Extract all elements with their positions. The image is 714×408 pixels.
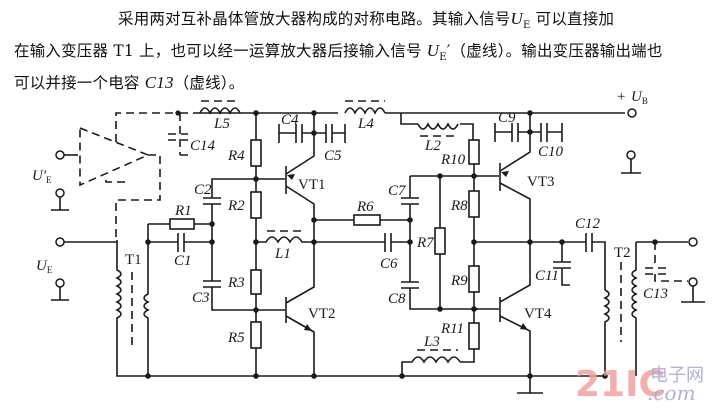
label-c11: C11 [535,268,559,284]
label-c14: C14 [190,138,216,154]
label-c1: C1 [174,253,192,269]
label-t1: T1 [125,252,142,268]
capacitor-c5: C5 [314,124,346,164]
ue-sub: E [523,20,531,32]
supply-ground [621,159,641,174]
capacitor-c1: C1 [148,233,212,269]
label-r2: R2 [227,198,245,214]
supply-plus: + [617,89,625,105]
capacitor-c9: C9 [494,110,530,142]
supply-ground-terminal[interactable] [626,150,636,160]
label-r10: R10 [440,152,466,168]
inductor-l2: L2 [417,122,459,154]
desc-line3: 可以并接一个电容 [14,74,145,93]
label-l5: L5 [213,116,230,132]
label-vt2: VT2 [308,306,336,322]
label-c13: C13 [643,286,668,302]
label-ue-prime: U′E [32,168,52,185]
transistor-vt2: VT2 [256,242,336,376]
output-ground [681,286,705,303]
label-l4: L4 [357,116,374,132]
opamp-dashed [79,112,200,240]
inductor-l3: L3 [401,334,461,376]
watermark: 21IC 电子网 .com [575,364,704,405]
inductor-l5: L5 [199,100,241,132]
label-c9: C9 [498,110,516,126]
resistor-r7: R7 [416,176,446,309]
label-r9: R9 [450,273,468,289]
description-text: 采用两对互补晶体管放大器构成的对称电路。其输入信号UE 可以直接加 在输入变压器… [14,6,714,96]
output-terminal-top[interactable] [688,237,698,247]
label-t2: T2 [614,245,631,261]
transistor-vt1: VT1 [256,113,326,242]
label-vt4: VT4 [524,306,552,322]
label-r11: R11 [440,321,464,337]
ue-prime-sub: E [439,52,447,64]
prime-mark: ′ [446,42,451,61]
label-r3: R3 [227,275,245,291]
label-c4: C4 [281,112,299,128]
watermark-cn: 电子网 [650,365,704,386]
supply-terminal[interactable] [627,108,637,118]
label-r7: R7 [416,235,435,251]
input-terminal-ue[interactable] [55,237,65,247]
desc-line2-end: （虚线）。输出变压器输出端也 [450,42,663,61]
desc-line1-end: 可以直接加 [530,10,615,28]
watermark-domain: .com [647,381,696,405]
transformer-t2: T2 [603,242,638,376]
label-c6: C6 [380,256,398,272]
watermark-brand: 21IC [575,364,665,405]
resistor-r6: R6 [314,199,410,226]
input-ground [51,287,69,301]
output-node: C11 C12 [474,216,606,290]
resistor-r1: R1 [148,203,212,230]
label-l2: L2 [424,138,441,154]
capacitor-c6: C6 [314,233,410,272]
label-c5: C5 [324,148,342,164]
capacitor-c14: C14 [168,133,216,154]
label-r6: R6 [356,199,374,215]
ue-prime-symbol: U [426,41,440,61]
capacitor-c13: C13 [643,242,688,302]
label-c10: C10 [538,144,564,160]
capacitor-c3: C3 [192,242,256,311]
label-c2: C2 [194,182,212,198]
label-c7: C7 [388,183,407,199]
label-c8: C8 [388,291,406,307]
label-r5: R5 [227,330,245,346]
label-l3: L3 [423,334,440,350]
inductor-l4: L4 [344,100,386,132]
label-c3: C3 [192,290,210,306]
ue-symbol: U [510,9,523,28]
input-ground-terminal[interactable] [55,278,65,288]
label-r4: R4 [227,148,245,164]
capacitor-c10: C10 [530,123,564,160]
right-bias-chain: R10 R8 R9 R11 [440,139,480,363]
label-ue: UE [36,258,53,275]
desc-line3-end: （虚线）。 [173,74,245,93]
label-c12: C12 [575,216,601,232]
capacitor-c4: C4 [278,112,314,143]
label-r1: R1 [174,203,192,219]
label-r8: R8 [450,198,468,214]
label-vt3: VT3 [527,174,555,190]
label-l1: L1 [274,246,291,262]
transformer-t1: T1 [115,224,150,377]
transistor-vt4: VT4 [474,242,552,394]
c7-c8-column: C7 C8 [388,175,478,310]
label-vt1: VT1 [298,177,326,193]
desc-line1: 采用两对互补晶体管放大器构成的对称电路。其输入信号 [118,10,511,28]
opamp-ground [51,197,69,211]
output-terminal-bottom[interactable] [688,277,698,287]
c13-ref: C13 [144,73,174,93]
left-bias-chain: R4 R2 R3 R5 [227,113,262,376]
inductor-l1: L1 [256,230,314,262]
capacitor-c2: C2 [194,178,256,242]
supply-label: UB [631,89,648,106]
opamp-ground-terminal[interactable] [55,188,65,198]
desc-line2: 在输入变压器 T1 上，也可以经一运算放大器后接输入信号 [14,42,427,61]
input-terminal-ue-prime[interactable] [55,150,65,160]
transistor-vt3: VT3 [474,113,555,242]
